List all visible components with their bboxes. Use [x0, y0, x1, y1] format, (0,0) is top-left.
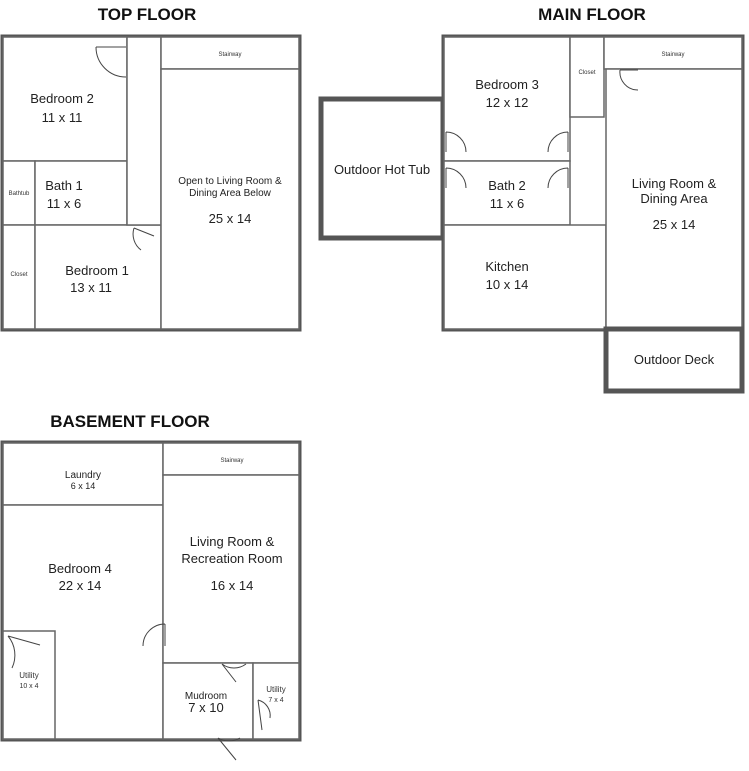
basement-floor-plan: [0, 440, 302, 761]
bath2-room: [443, 160, 571, 226]
bedroom2-room: [2, 36, 128, 162]
main-floor-title: MAIN FLOOR: [538, 5, 646, 24]
bedroom3-dim: 12 x 12: [486, 95, 529, 110]
open-area-label-line1: Open to Living Room &: [178, 176, 282, 187]
utility1-room: [2, 630, 56, 740]
bath1-dim: 11 x 6: [47, 196, 81, 211]
main-living-label-line2: Dining Area: [640, 191, 708, 206]
main-living-room: [605, 68, 743, 330]
deck-label: Outdoor Deck: [634, 352, 715, 367]
main-stairway-label: Stairway: [661, 52, 684, 58]
basement-living-label-line1: Living Room &: [190, 534, 275, 549]
hottub-room: [318, 96, 446, 241]
main-stairway-room: [603, 36, 743, 70]
main-living-dim: 25 x 14: [653, 217, 696, 232]
top-stairway-label: Stairway: [218, 52, 241, 58]
bedroom2-door: [95, 46, 127, 78]
utility2-dim: 7 x 4: [268, 697, 283, 704]
laundry-label: Laundry: [65, 470, 101, 481]
stairway-room: [160, 36, 300, 70]
bedroom1-dim: 13 x 11: [70, 280, 112, 295]
bath2-label: Bath 2: [488, 178, 526, 193]
main-living-door: [619, 69, 639, 91]
closet-room: [2, 224, 36, 330]
top-floor-title: TOP FLOOR: [98, 5, 197, 24]
utility2-door: [257, 699, 271, 731]
utility1-dim: 10 x 4: [19, 683, 38, 690]
bedroom3-door: [547, 131, 569, 153]
mudroom-exterior-door: [217, 737, 241, 761]
basement-stairway-room: [162, 442, 300, 476]
basement-floor-title: BASEMENT FLOOR: [50, 412, 210, 431]
main-closet-room: [569, 36, 605, 118]
open-area-label-line2: Dining Area Below: [189, 188, 271, 199]
bedroom2-dim: 11 x 11: [42, 110, 83, 125]
bedroom1-door: [132, 227, 155, 251]
hottub-door: [445, 131, 467, 153]
main-closet-label: Closet: [578, 70, 595, 76]
deck-room: [603, 326, 745, 394]
laundry-dim: 6 x 14: [71, 481, 96, 491]
main-living-label-line1: Living Room &: [632, 176, 717, 191]
basement-living-room: [162, 474, 300, 664]
mudroom-inner-door: [221, 663, 247, 683]
bedroom1-room: [34, 224, 162, 330]
utility1-door: [7, 635, 41, 669]
kitchen-label: Kitchen: [485, 259, 528, 274]
bath1-room: [34, 160, 128, 226]
bedroom4-door: [142, 623, 166, 647]
bedroom1-label: Bedroom 1: [65, 263, 129, 278]
top-floor-plan: [0, 34, 302, 332]
mudroom-room: [162, 662, 254, 740]
bath1-label: Bath 1: [45, 178, 83, 193]
bath2-door: [547, 167, 569, 189]
hallway: [126, 36, 162, 226]
bathtub-label: Bathtub: [9, 191, 30, 197]
open-area-room: [160, 68, 300, 330]
bath2-hottub-door: [445, 167, 467, 189]
bedroom3-room: [443, 36, 571, 162]
bedroom4-label: Bedroom 4: [48, 561, 112, 576]
basement-stairway-label: Stairway: [220, 458, 243, 464]
bedroom4-dim: 22 x 14: [59, 578, 102, 593]
hottub-label: Outdoor Hot Tub: [334, 162, 430, 177]
basement-living-label-line2: Recreation Room: [181, 551, 282, 566]
kitchen-dim: 10 x 14: [486, 277, 529, 292]
basement-living-dim: 16 x 14: [211, 578, 254, 593]
utility2-label: Utility: [266, 685, 286, 694]
kitchen-room: [443, 224, 607, 330]
main-floor-plan: [318, 34, 745, 394]
bath2-dim: 11 x 6: [490, 196, 524, 211]
utility1-label: Utility: [19, 671, 39, 680]
mudroom-dim: 7 x 10: [188, 700, 223, 715]
bedroom2-label: Bedroom 2: [30, 91, 94, 106]
bedroom3-label: Bedroom 3: [475, 77, 539, 92]
open-area-dim: 25 x 14: [209, 211, 252, 226]
closet-label: Closet: [10, 272, 27, 278]
mudroom-label: Mudroom: [185, 691, 227, 702]
